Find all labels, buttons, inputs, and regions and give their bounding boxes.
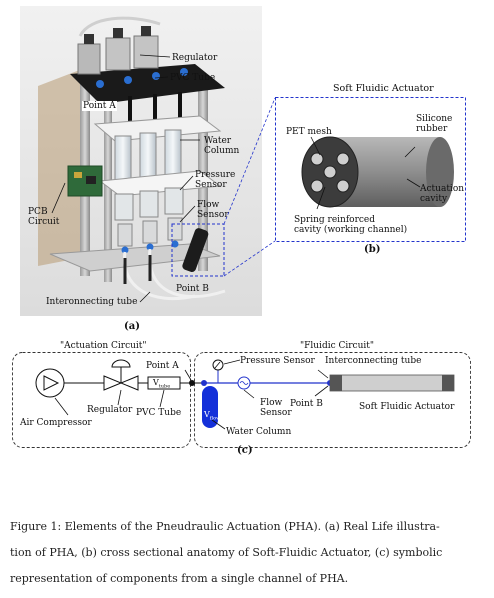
label-regulator: Regulator — [172, 53, 218, 63]
label-c-water-column: Water Column — [226, 427, 292, 437]
sublabel-c: (c) — [237, 445, 253, 456]
label-v-flow: Vflow — [204, 410, 221, 422]
title-actuation-circuit: "Actuation Circuit" — [60, 341, 147, 351]
photo-illustration — [20, 6, 262, 316]
label-c-soft-fluidic-actuator: Soft Fluidic Actuator — [359, 402, 455, 412]
actuation-circuit-box — [12, 352, 191, 448]
label-c-flow-sensor: Flow Sensor — [260, 398, 292, 418]
point-a-marker — [189, 380, 195, 386]
title-fluidic-circuit: "Fluidic Circuit" — [300, 341, 375, 351]
fluidic-circuit-box — [194, 352, 471, 448]
soft-fluidic-actuator-icon — [329, 374, 455, 392]
caption-line-3: representation of components from a sing… — [10, 572, 349, 585]
caption-line-1: Figure 1: Elements of the Pneudraulic Ac… — [10, 520, 440, 533]
label-silicone-rubber: Silicone rubber — [416, 114, 453, 134]
panel-c-schematic — [12, 352, 471, 448]
label-c-point-b: Point B — [290, 399, 323, 409]
cavity-center — [323, 165, 337, 179]
label-point-a: Point A — [82, 101, 117, 111]
label-c-air-compressor: Air Compressor — [20, 418, 92, 428]
label-pet-mesh: PET mesh — [286, 127, 332, 137]
label-water-column: Water Column — [204, 136, 240, 156]
label-pressure-sensor: Pressure Sensor — [195, 170, 236, 190]
regulator-icon — [103, 375, 123, 391]
label-c-interconnecting-tube: Interconnecting tube — [325, 356, 422, 366]
label-pvc-tube: PVC Tube — [170, 73, 216, 83]
sublabel-a: (a) — [124, 321, 140, 332]
label-v-tube: Vtube — [153, 378, 171, 390]
label-c-point-a: Point A — [146, 361, 179, 371]
label-c-regulator: Regulator — [87, 405, 133, 415]
figure-caption: Figure 1: Elements of the Pneudraulic Ac… — [10, 514, 486, 592]
photo-pha-device — [20, 6, 262, 316]
title-soft-fluidic-actuator: Soft Fluidic Actuator — [333, 83, 434, 94]
panel-b-cross-section — [275, 97, 466, 242]
label-spring-cavity: Spring reinforced cavity (working channe… — [294, 215, 408, 235]
label-flow-sensor: Flow Sensor — [197, 200, 229, 220]
caption-line-2: tion of PHA, (b) cross sectional anatomy… — [10, 546, 443, 559]
label-c-pressure-sensor: Pressure Sensor — [240, 356, 315, 366]
label-interconnecting-tube: Interonnecting tube — [46, 297, 138, 307]
label-c-pvc-tube: PVC Tube — [136, 408, 182, 418]
sublabel-b: (b) — [364, 244, 381, 255]
water-column-icon — [202, 386, 218, 428]
label-actuation-cavity: Actuation cavity — [420, 184, 465, 204]
label-pcb-circuit: PCB Circuit — [28, 207, 60, 227]
label-point-b: Point B — [176, 284, 209, 294]
